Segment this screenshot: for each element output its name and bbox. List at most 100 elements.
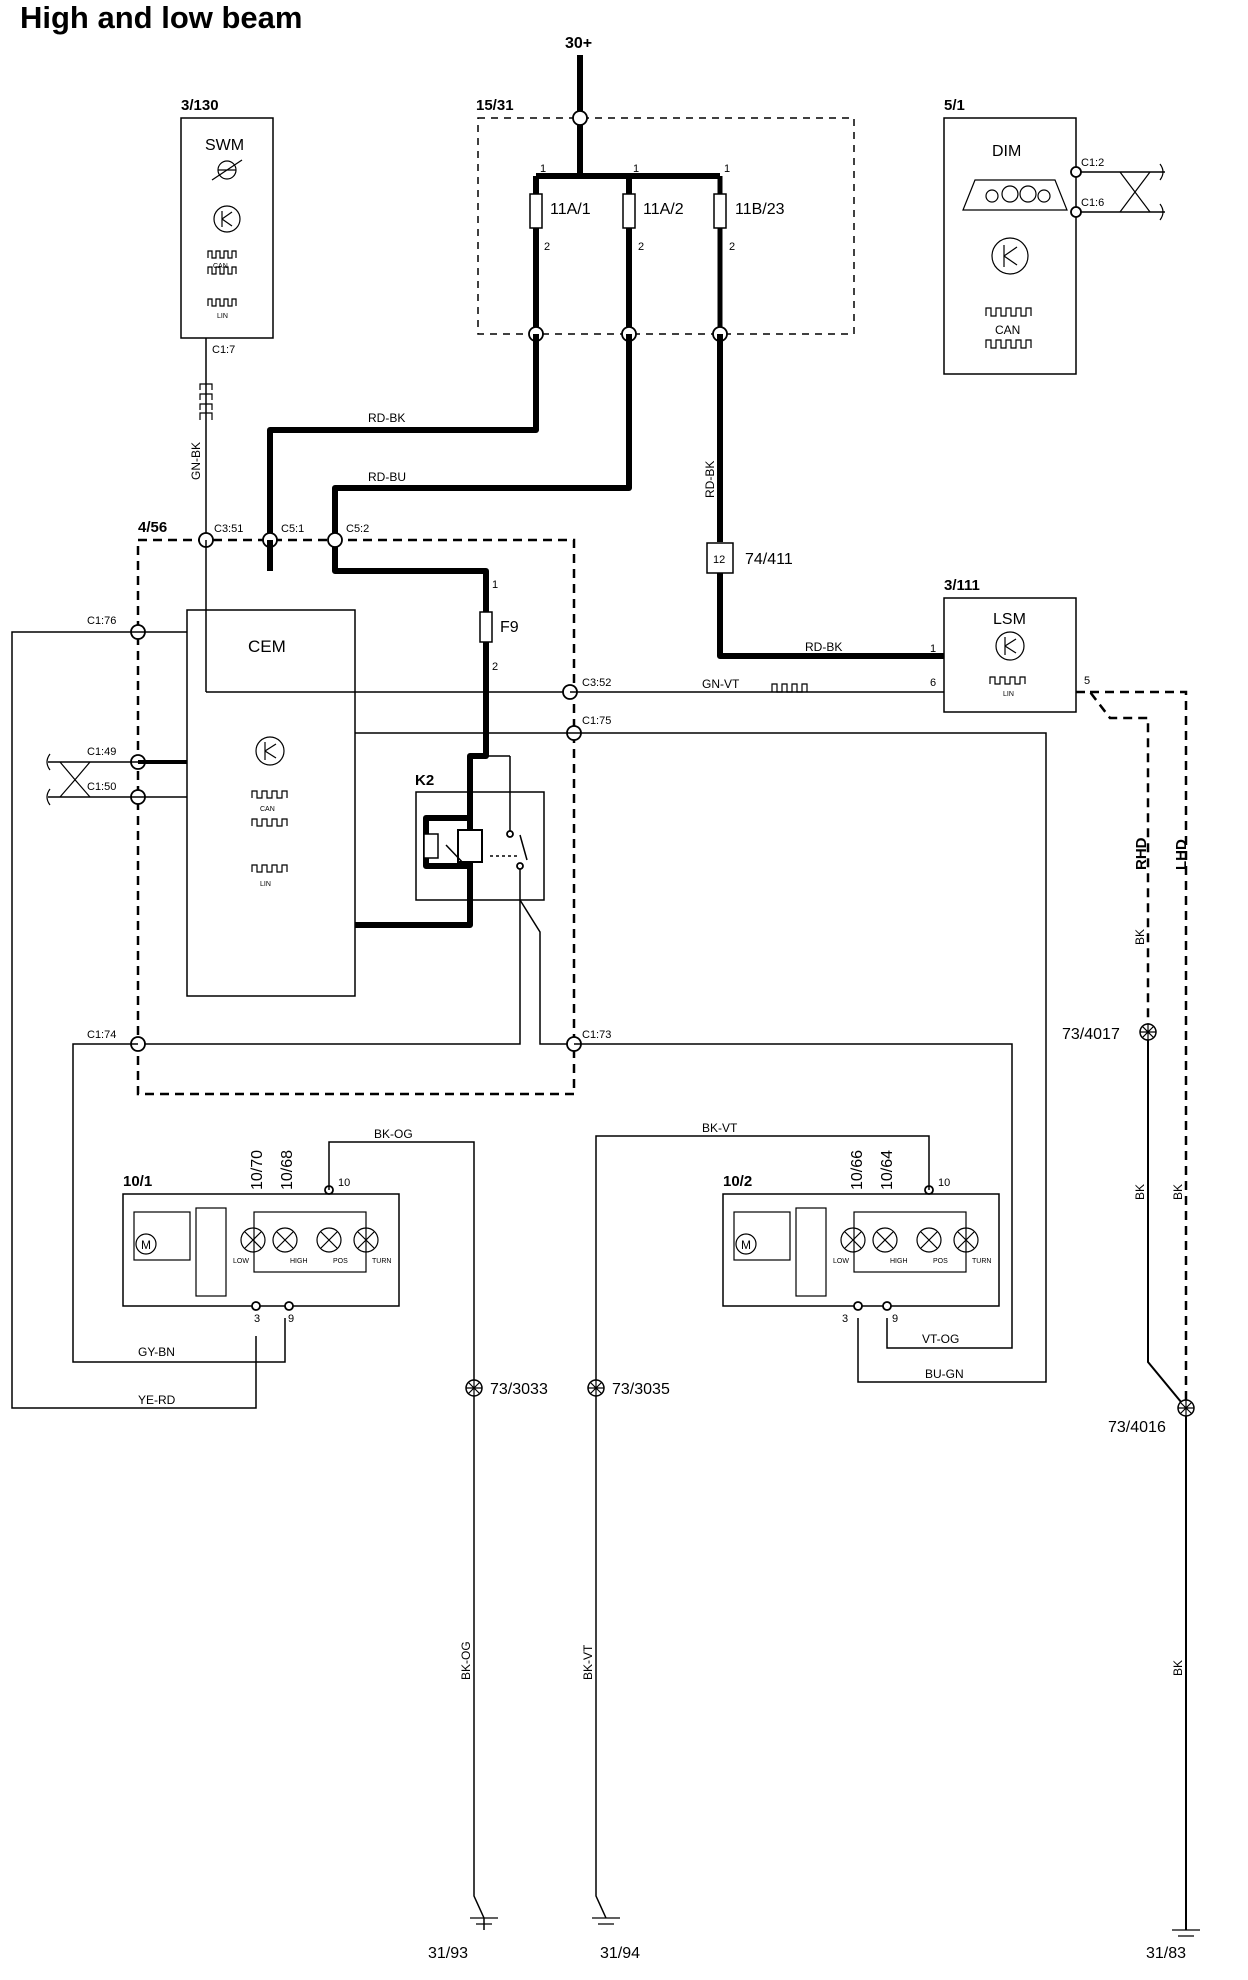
svg-text:C5:2: C5:2 bbox=[346, 523, 369, 535]
svg-text:BK-OG: BK-OG bbox=[459, 1641, 473, 1680]
svg-text:POS: POS bbox=[333, 1258, 348, 1265]
svg-text:31/83: 31/83 bbox=[1146, 1945, 1186, 1962]
svg-text:CAN: CAN bbox=[995, 323, 1020, 337]
svg-text:10/66: 10/66 bbox=[849, 1150, 866, 1190]
svg-text:74/411: 74/411 bbox=[745, 551, 793, 568]
relay-k2: K2 bbox=[415, 755, 545, 901]
svg-text:4/56: 4/56 bbox=[138, 519, 167, 536]
svg-text:BK-VT: BK-VT bbox=[581, 1644, 595, 1680]
svg-text:CEM: CEM bbox=[248, 637, 286, 656]
svg-text:C1:7: C1:7 bbox=[212, 344, 235, 356]
lhd-wire bbox=[1090, 690, 1188, 1408]
svg-text:BU-GN: BU-GN bbox=[925, 1367, 964, 1381]
svg-text:C1:2: C1:2 bbox=[1081, 157, 1104, 169]
svg-text:5/1: 5/1 bbox=[944, 97, 965, 114]
instrument-cluster-icon bbox=[962, 179, 1068, 211]
module-lsm: 3/111 LSM LIN 1 6 5 bbox=[930, 577, 1090, 713]
svg-text:C1:74: C1:74 bbox=[87, 1029, 116, 1041]
ground-31-93: 31/93 bbox=[428, 1917, 498, 1962]
twisted-pair-icon bbox=[1119, 163, 1164, 221]
can-signal-icon bbox=[251, 790, 288, 827]
svg-text:GY-BN: GY-BN bbox=[138, 1345, 175, 1359]
svg-text:73/4017: 73/4017 bbox=[1062, 1026, 1120, 1043]
svg-text:RD-BK: RD-BK bbox=[805, 640, 842, 654]
svg-text:C1:75: C1:75 bbox=[582, 715, 611, 727]
transistor-icon bbox=[255, 736, 285, 766]
bu-gn-wire bbox=[355, 732, 1047, 1383]
fuse-f9: 1 F9 2 bbox=[479, 579, 519, 673]
svg-text:BK-VT: BK-VT bbox=[702, 1121, 738, 1135]
twisted-pair-icon bbox=[46, 753, 91, 806]
transistor-icon bbox=[995, 631, 1025, 661]
steering-wheel-icon bbox=[211, 159, 243, 181]
svg-text:BK: BK bbox=[1171, 1660, 1185, 1676]
rd-bu-wire bbox=[332, 334, 632, 612]
svg-text:3/130: 3/130 bbox=[181, 97, 219, 114]
svg-text:F9: F9 bbox=[500, 619, 519, 636]
svg-text:11A/2: 11A/2 bbox=[643, 201, 684, 218]
svg-text:3: 3 bbox=[254, 1313, 260, 1325]
svg-text:C5:1: C5:1 bbox=[281, 523, 304, 535]
lin-signal-icon bbox=[207, 298, 237, 307]
svg-text:M: M bbox=[141, 1238, 151, 1252]
svg-text:10: 10 bbox=[338, 1177, 350, 1189]
svg-text:RHD: RHD bbox=[1133, 837, 1150, 870]
svg-text:1: 1 bbox=[492, 579, 498, 591]
lin-signal-icon bbox=[989, 676, 1026, 685]
svg-text:GN-BK: GN-BK bbox=[189, 442, 203, 480]
rd-bk-wire-3 bbox=[717, 573, 944, 659]
svg-text:BK: BK bbox=[1133, 929, 1147, 945]
svg-text:10: 10 bbox=[938, 1177, 950, 1189]
svg-text:31/94: 31/94 bbox=[600, 1945, 640, 1962]
fuse-11b23: 11B/23 1 2 bbox=[713, 163, 785, 253]
module-dim: 5/1 DIM CAN C1:2 C1:6 bbox=[943, 97, 1104, 375]
can-signal-icon bbox=[207, 250, 237, 275]
svg-text:73/3035: 73/3035 bbox=[612, 1381, 670, 1398]
svg-text:3/111: 3/111 bbox=[944, 577, 980, 594]
svg-text:BK: BK bbox=[1171, 1184, 1185, 1200]
splice-73-3033: 73/3033 bbox=[465, 1379, 548, 1398]
svg-text:5: 5 bbox=[1084, 675, 1090, 687]
svg-text:LHD: LHD bbox=[1173, 839, 1190, 870]
vt-og-wire bbox=[574, 1043, 1013, 1349]
svg-text:DIM: DIM bbox=[992, 143, 1021, 160]
svg-text:K2: K2 bbox=[415, 772, 434, 789]
svg-text:11B/23: 11B/23 bbox=[735, 201, 785, 218]
svg-text:9: 9 bbox=[288, 1313, 294, 1325]
svg-text:1: 1 bbox=[633, 163, 639, 175]
svg-text:POS: POS bbox=[933, 1258, 948, 1265]
svg-text:12: 12 bbox=[713, 554, 725, 566]
lin-signal-icon bbox=[771, 683, 808, 693]
svg-text:11A/1: 11A/1 bbox=[550, 201, 591, 218]
svg-text:LOW: LOW bbox=[833, 1258, 849, 1265]
svg-text:2: 2 bbox=[729, 241, 735, 253]
svg-text:C3:51: C3:51 bbox=[214, 523, 243, 535]
svg-text:1: 1 bbox=[540, 163, 546, 175]
transistor-icon bbox=[991, 237, 1029, 275]
gy-bn-wire bbox=[72, 1043, 286, 1363]
fusebox-15-31: 15/31 11A/1 1 2 11A/2 1 2 11B/23 1 2 bbox=[476, 97, 855, 342]
svg-text:HIGH: HIGH bbox=[290, 1258, 308, 1265]
module-cem: 4/56 CEM CAN LIN bbox=[136, 519, 576, 1096]
svg-text:M: M bbox=[741, 1238, 751, 1252]
svg-text:10/70: 10/70 bbox=[249, 1150, 266, 1190]
fusebox-id: 15/31 bbox=[476, 97, 514, 114]
bk-vt-wire bbox=[595, 1135, 930, 1919]
svg-text:10/1: 10/1 bbox=[123, 1173, 152, 1190]
connector-74-411: 12 74/411 bbox=[706, 542, 793, 574]
svg-text:C1:73: C1:73 bbox=[582, 1029, 611, 1041]
ground-31-94: 31/94 bbox=[592, 1917, 640, 1962]
svg-text:BK-OG: BK-OG bbox=[374, 1127, 413, 1141]
svg-text:9: 9 bbox=[892, 1313, 898, 1325]
lin-signal-icon bbox=[251, 864, 288, 873]
headlamp-10-2: 10/2 10/66 10/64 10 M LOW HIGH POS TURN … bbox=[722, 1150, 1000, 1325]
rd-bk-wire-1 bbox=[267, 334, 539, 540]
svg-text:BK: BK bbox=[1133, 1184, 1147, 1200]
svg-text:LOW: LOW bbox=[233, 1258, 249, 1265]
svg-text:3: 3 bbox=[842, 1313, 848, 1325]
svg-text:LIN: LIN bbox=[217, 313, 228, 320]
fuse-11a1: 11A/1 1 2 bbox=[529, 163, 591, 253]
svg-text:LIN: LIN bbox=[1003, 691, 1014, 698]
lin-signal-icon bbox=[199, 383, 213, 420]
